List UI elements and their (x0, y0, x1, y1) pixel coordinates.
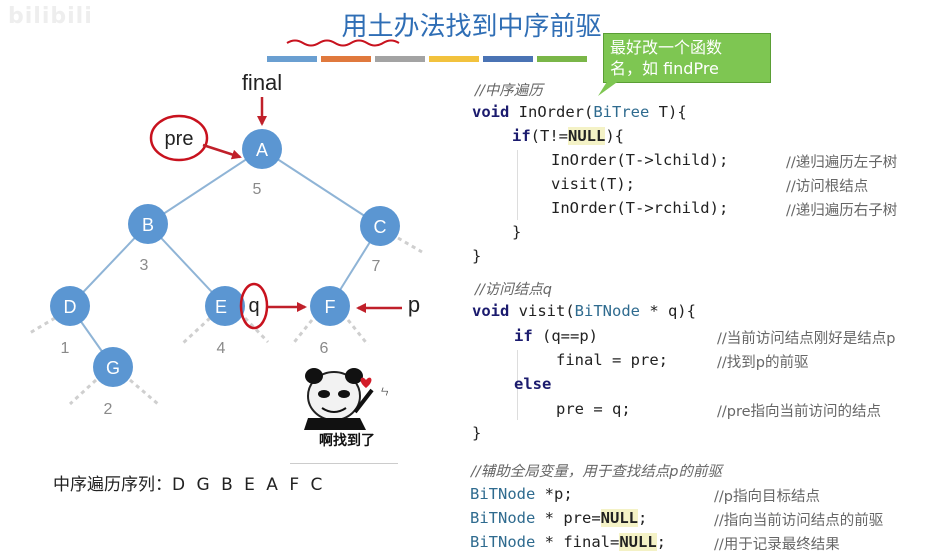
code-line-pre-assign: pre = q; (556, 400, 631, 418)
tree-node-a: A (242, 129, 282, 169)
tree-node-e: E (205, 286, 245, 326)
binary-tree-diagram: A B C D E F G 5 3 7 1 4 6 2 final pre q … (27, 70, 423, 418)
code-comment-globals: //辅助全局变量，用于查找结点p的前驱 (471, 464, 722, 480)
tree-node-c: C (360, 206, 400, 246)
svg-text:E: E (215, 297, 227, 317)
code-line-global-p: BiTNode *p; (470, 485, 573, 503)
code-comment-left: //递归遍历左子树 (786, 155, 898, 171)
callout-line-2: 名，如 findPre (610, 59, 719, 78)
svg-text:G: G (106, 358, 120, 378)
tree-node-b: B (128, 204, 168, 244)
inorder-numbers: 5 3 7 1 4 6 2 (61, 181, 381, 418)
code-line-final-assign: final = pre; (556, 351, 668, 369)
code-comment-right: //递归遍历右子树 (786, 203, 898, 219)
tree-node-g: G (93, 347, 133, 387)
code-line-if-q-eq-p: if (q==p) (514, 327, 598, 345)
q-label: q (248, 295, 259, 317)
svg-text:1: 1 (61, 340, 70, 357)
meme-caption: 啊找到了 (319, 433, 375, 449)
svg-text:2: 2 (104, 401, 113, 418)
tree-node-d: D (50, 286, 90, 326)
code-comment-inorder: //中序遍历 (475, 83, 543, 99)
svg-text:7: 7 (372, 258, 381, 275)
pre-arrow (202, 143, 242, 160)
code-line-visit-signature: void visit(BiTNode * q){ (472, 302, 696, 320)
code-line-if-null: if(T!=NULL){ (512, 127, 624, 145)
inorder-sequence-label: 中序遍历序列： (53, 475, 172, 495)
callout-line-1: 最好改一个函数 (610, 38, 723, 57)
meme-divider (290, 463, 398, 464)
pre-circle (149, 114, 209, 162)
svg-text:3: 3 (140, 257, 149, 274)
code-indent-guide (517, 350, 518, 420)
code-comment-global-pre: //指向当前访问结点的前驱 (714, 513, 884, 529)
tree-nodes: A B C D E F G (50, 129, 400, 387)
color-bar-segment (267, 56, 317, 62)
code-comment-visit: //访问结点q (475, 282, 552, 298)
color-bar-segment (321, 56, 371, 62)
q-circle (239, 282, 269, 330)
code-indent-guide (517, 150, 518, 220)
color-bar-segment (483, 56, 533, 62)
code-comment-pre: //pre指向当前访问的结点 (717, 404, 882, 420)
svg-text:D: D (64, 297, 77, 317)
title-underline (286, 39, 400, 47)
svg-text:5: 5 (253, 181, 262, 198)
svg-text:C: C (374, 217, 387, 237)
tree-node-f: F (310, 286, 350, 326)
svg-text:B: B (142, 215, 154, 235)
code-comment-global-final: //用于记录最终结果 (714, 537, 840, 553)
svg-text:F: F (325, 297, 336, 317)
code-comment-if: //当前访问结点刚好是结点p (717, 331, 896, 347)
pre-label: pre (165, 128, 194, 150)
code-line-brace: } (512, 223, 522, 241)
watermark: bilibili (8, 4, 93, 29)
p-label: p (408, 292, 420, 317)
code-comment-global-p: //p指向目标结点 (714, 489, 820, 505)
svg-text:6: 6 (320, 340, 329, 357)
color-bar-segment (429, 56, 479, 62)
tree-edges (69, 148, 381, 368)
rename-suggestion-callout: 最好改一个函数 名，如 findPre (603, 33, 771, 83)
inorder-sequence: 中序遍历序列：D G B E A F C (53, 470, 325, 495)
code-line-visit: visit(T); (551, 175, 635, 193)
code-comment-root: //访问根结点 (786, 179, 869, 195)
code-line-else: else (514, 375, 552, 393)
code-line-global-pre: BiTNode * pre=NULL; (470, 509, 648, 527)
svg-text:A: A (256, 140, 268, 160)
svg-text:4: 4 (217, 340, 226, 357)
panda-meme-image: ㄣ (304, 368, 389, 430)
null-pointer-stubs (27, 236, 423, 406)
code-line-inorder-left: InOrder(T->lchild); (551, 151, 729, 169)
code-line-global-final: BiTNode * final=NULL; (470, 533, 666, 551)
code-line-inorder-right: InOrder(T->rchild); (551, 199, 729, 217)
code-line-brace: } (472, 247, 482, 265)
code-line-brace: } (472, 424, 482, 442)
callout-pointer (598, 80, 620, 96)
final-label: final (242, 70, 282, 95)
code-line-inorder-signature: void InOrder(BiTree T){ (472, 103, 687, 121)
inorder-sequence-value: D G B E A F C (172, 475, 326, 495)
code-comment-final: //找到p的前驱 (717, 355, 809, 371)
color-bar-segment (537, 56, 587, 62)
color-bar-segment (375, 56, 425, 62)
svg-text:ㄣ: ㄣ (380, 387, 389, 398)
page-title: 用土办法找到中序前驱 (341, 12, 602, 42)
